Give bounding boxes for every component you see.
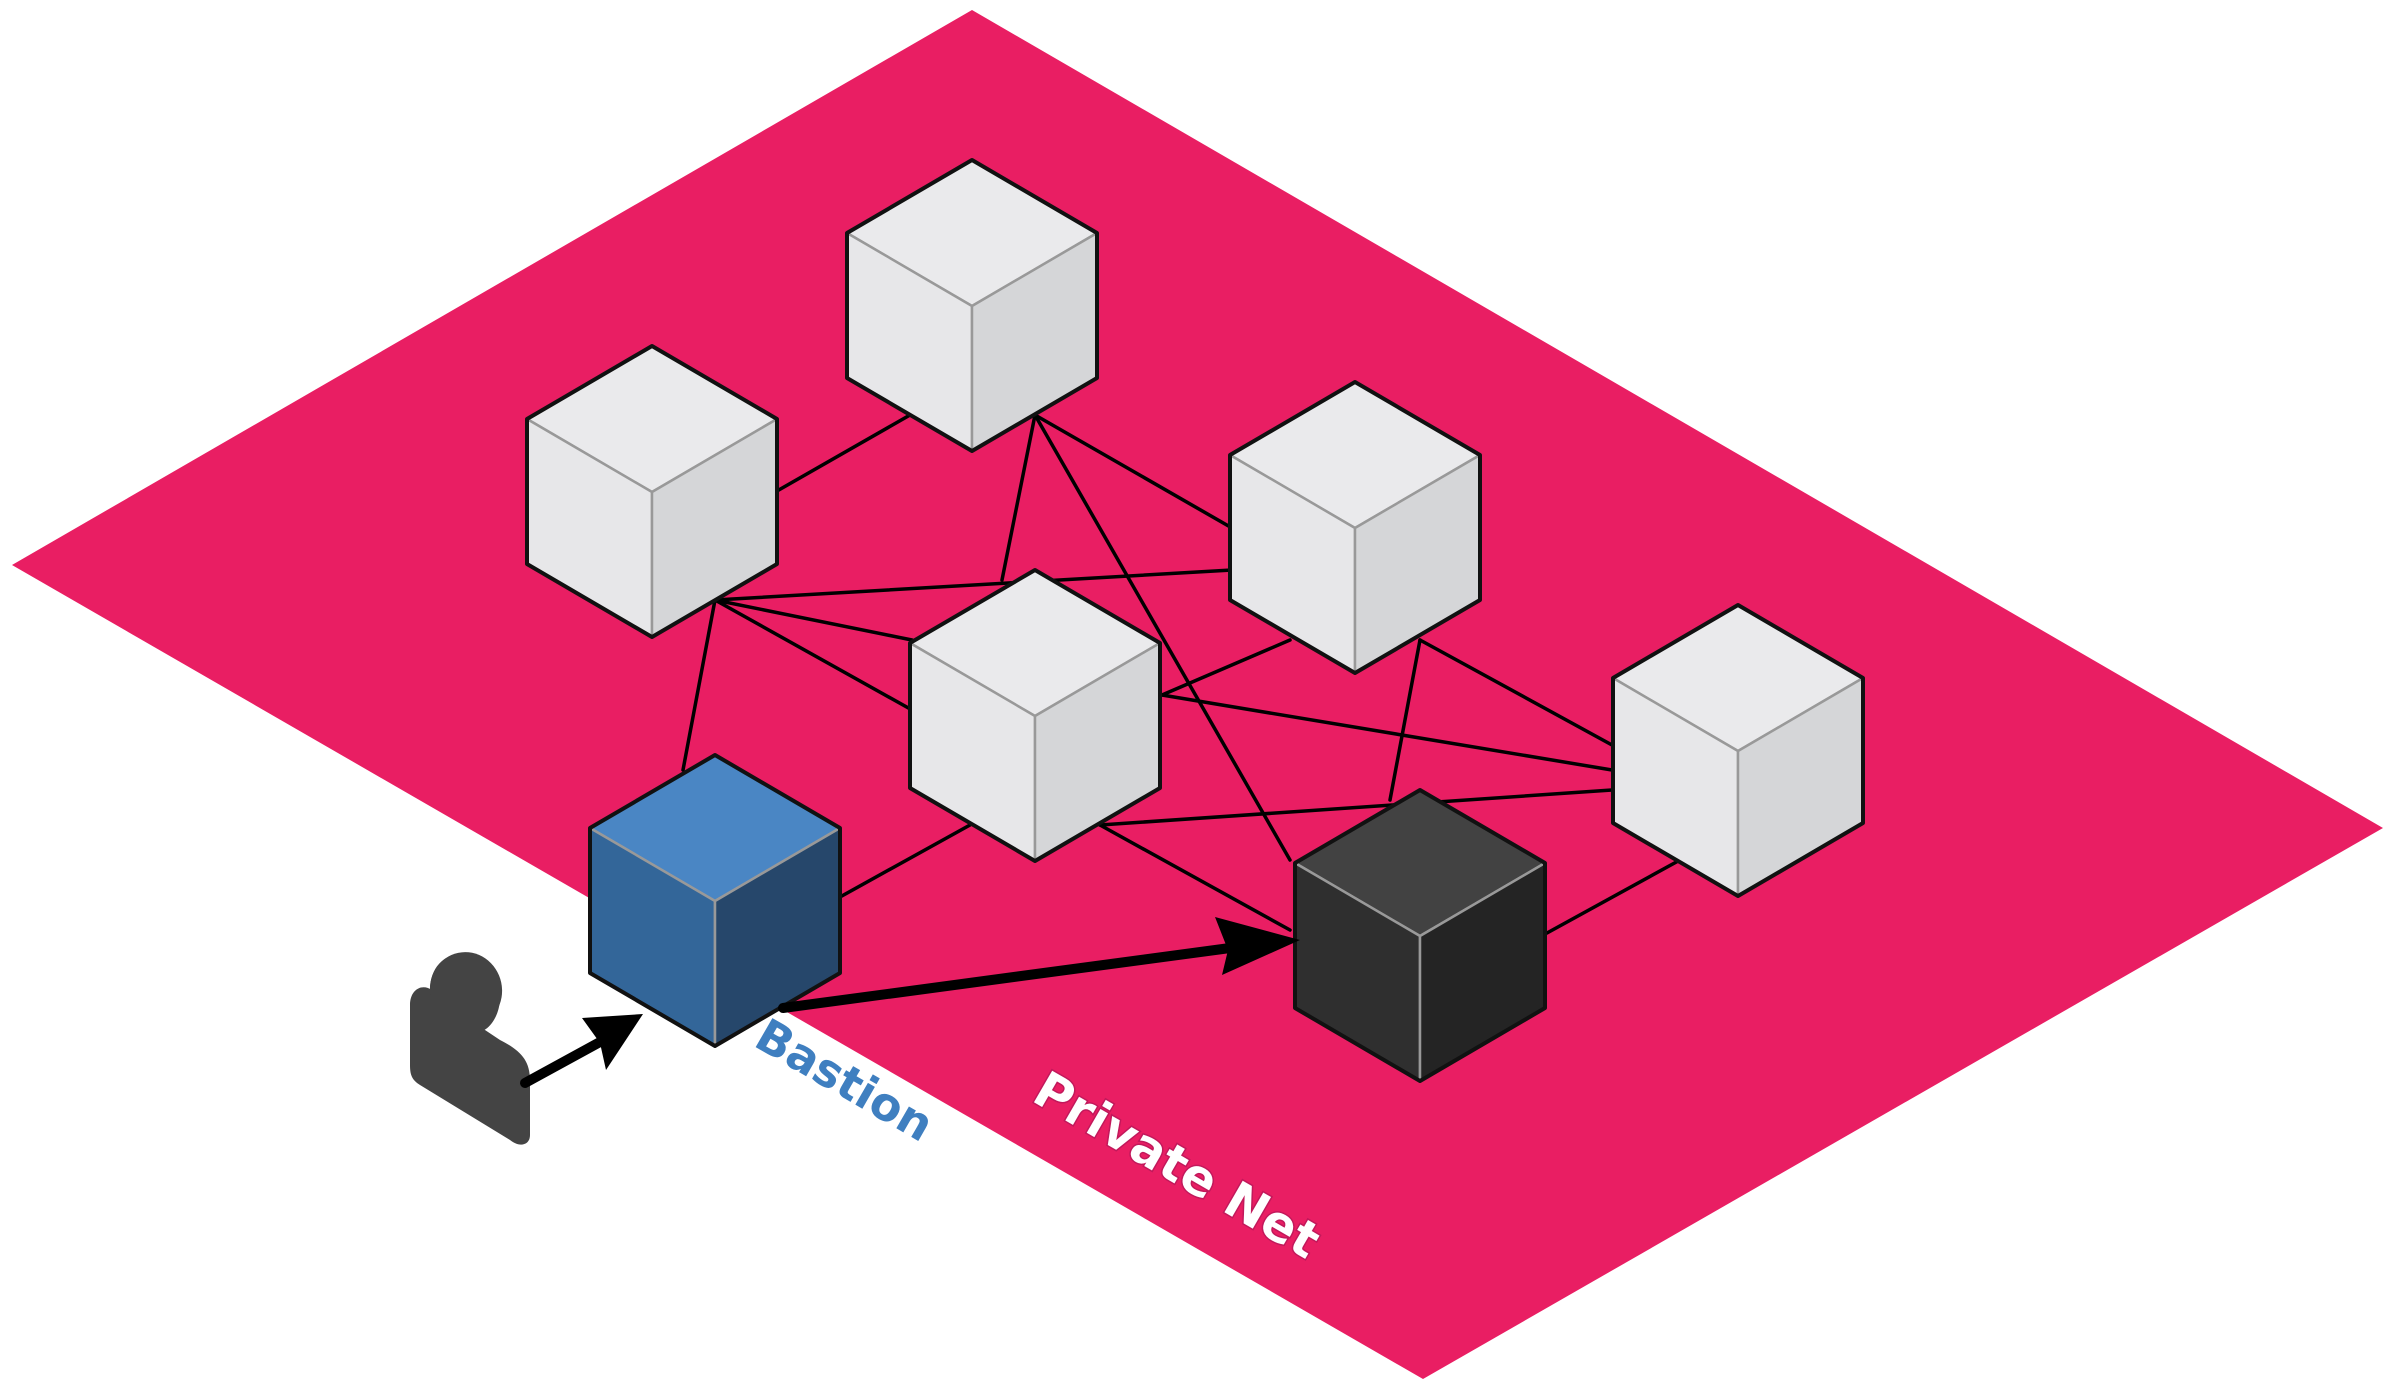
user-access-arrow — [520, 1014, 643, 1088]
bastion-cube[interactable] — [588, 753, 842, 1048]
host-node-2-outline — [525, 344, 779, 639]
private-net-plane — [12, 10, 2383, 1379]
bastion-cube-outline — [588, 753, 842, 1048]
host-node-1[interactable] — [845, 158, 1099, 453]
bastion-node[interactable] — [588, 753, 842, 1048]
access-arrow — [778, 917, 1300, 1013]
host-node-4-outline — [908, 568, 1162, 863]
host-node-5[interactable] — [1611, 603, 1865, 898]
target-cube[interactable] — [1293, 788, 1547, 1083]
host-node-1-outline — [845, 158, 1099, 453]
target-cube-outline — [1293, 788, 1547, 1083]
host-node-4[interactable] — [908, 568, 1162, 863]
host-node-3-outline — [1228, 380, 1482, 675]
user-icon — [410, 952, 530, 1145]
host-node-2[interactable] — [525, 344, 779, 639]
target-node[interactable] — [1293, 788, 1547, 1083]
host-nodes — [525, 158, 1865, 898]
host-node-3[interactable] — [1228, 380, 1482, 675]
mesh-connections — [681, 413, 1682, 935]
host-node-5-outline — [1611, 603, 1865, 898]
